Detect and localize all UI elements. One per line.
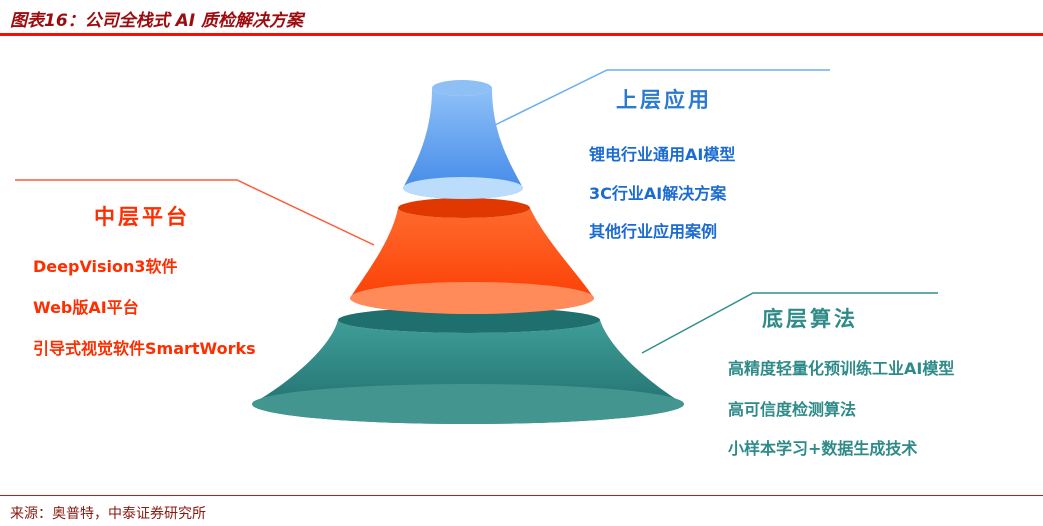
tier-item: DeepVision3软件 — [33, 257, 178, 276]
tier-item: 其他行业应用案例 — [589, 222, 718, 241]
source-note: 来源：奥普特，中泰证券研究所 — [10, 506, 206, 522]
title-underline — [0, 33, 1043, 36]
footer-divider — [0, 495, 1043, 496]
figure-title: 图表16：公司全栈式 AI 质检解决方案 — [10, 11, 303, 31]
tier-item: 高可信度检测算法 — [728, 400, 857, 419]
connector-line-bottom — [641, 292, 938, 354]
connector-line-upper — [494, 69, 830, 126]
tier-item: Web版AI平台 — [33, 298, 139, 317]
tier-item: 高精度轻量化预训练工业AI模型 — [728, 359, 955, 378]
tier-label-middle: 中层平台 — [94, 205, 190, 229]
funnel-tier-top — [403, 80, 523, 199]
connector-line-middle — [15, 179, 375, 246]
funnel-tier-middle — [350, 198, 594, 314]
tier-item: 锂电行业通用AI模型 — [589, 145, 736, 164]
funnel-diagram — [15, 69, 938, 424]
tier-item: 引导式视觉软件SmartWorks — [33, 339, 256, 358]
tier-item: 小样本学习+数据生成技术 — [728, 439, 918, 458]
tier-item: 3C行业AI解决方案 — [589, 184, 727, 203]
tier-label-bottom: 底层算法 — [762, 307, 858, 331]
tier-label-upper: 上层应用 — [616, 88, 712, 112]
funnel-tier-bottom — [252, 307, 684, 424]
